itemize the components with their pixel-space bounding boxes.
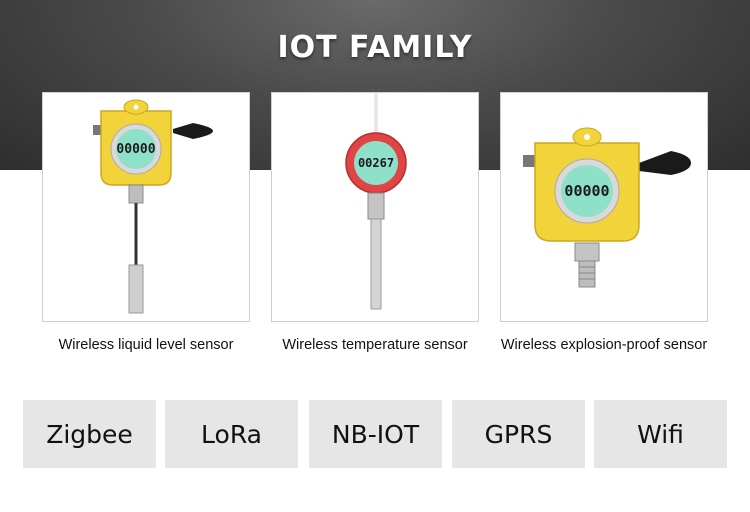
temperature-sensor-image: 00267 xyxy=(345,93,407,310)
protocol-lora[interactable]: LoRa xyxy=(165,400,298,468)
lcd-readout-3: 00000 xyxy=(564,182,609,200)
product-card-liquid-level[interactable]: 00000 xyxy=(42,92,250,322)
lcd-readout-2: 00267 xyxy=(358,156,394,170)
protocol-zigbee[interactable]: Zigbee xyxy=(23,400,156,468)
product-label-explosion-proof: Wireless explosion-proof sensor xyxy=(500,337,708,353)
product-label-liquid-level: Wireless liquid level sensor xyxy=(58,337,234,353)
lcd-readout-1: 00000 xyxy=(116,142,155,157)
product-card-temperature[interactable]: 00267 xyxy=(271,92,479,322)
liquid-level-sensor-image: 00000 xyxy=(93,99,213,314)
product-label-temperature: Wireless temperature sensor xyxy=(282,337,468,353)
protocol-wifi[interactable]: Wifi xyxy=(594,400,727,468)
protocol-nb-iot[interactable]: NB-IOT xyxy=(309,400,442,468)
page-title: IOT FAMILY xyxy=(277,30,473,65)
protocol-gprs[interactable]: GPRS xyxy=(452,400,585,468)
explosion-proof-sensor-image: 00000 xyxy=(523,127,691,288)
product-card-explosion-proof[interactable]: 00000 xyxy=(500,92,708,322)
